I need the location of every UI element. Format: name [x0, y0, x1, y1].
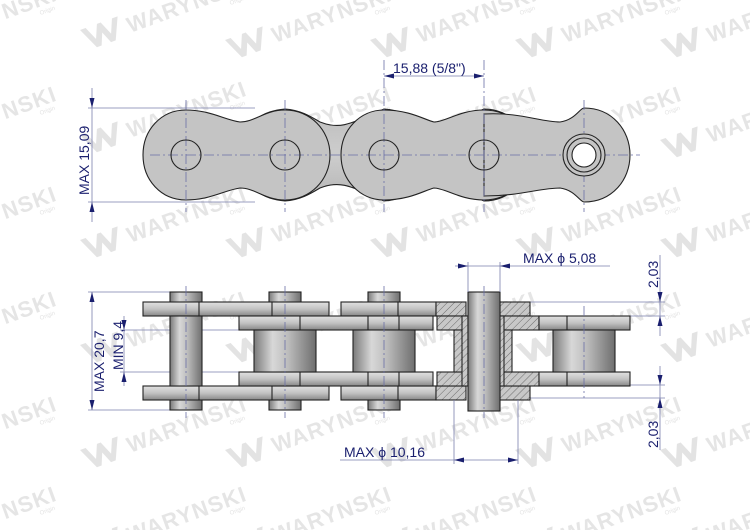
pitch-label: 15,88 (5/8"): [393, 60, 466, 76]
inner-width-label: MIN 9,4: [110, 321, 126, 370]
plate-thickness-top-label: 2,03: [645, 261, 661, 288]
overall-width-label: MAX 20,7: [91, 330, 107, 392]
pin-diameter-label: MAX ϕ 5,08: [523, 250, 596, 266]
chain-side-view: MAX 20,7 MIN 9,4 MAX ϕ 5,08 MAX ϕ 10,16 …: [88, 250, 665, 464]
chain-top-view: MAX 15,09 15,88 (5/8"): [76, 60, 640, 222]
plate-height-label: MAX 15,09: [76, 126, 92, 195]
roller-diameter-label: MAX ϕ 10,16: [344, 444, 425, 460]
plate-thickness-bottom-label: 2,03: [645, 421, 661, 448]
